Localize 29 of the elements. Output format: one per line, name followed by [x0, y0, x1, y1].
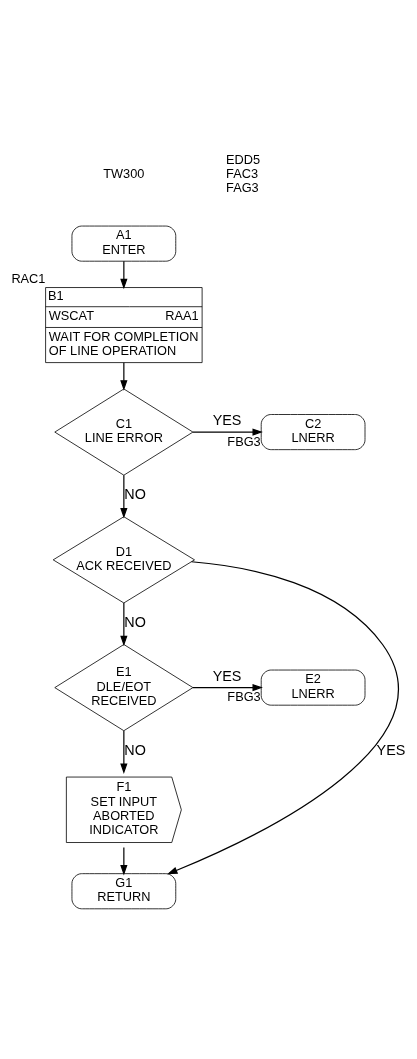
- arrow: [167, 561, 399, 875]
- edge-label: YES: [212, 412, 242, 429]
- arrow: [120, 846, 128, 876]
- node-label: FBG3: [227, 433, 261, 449]
- arrow: [192, 428, 263, 436]
- edge-label: NO: [124, 742, 146, 759]
- arrow: [192, 683, 263, 692]
- label: EDD5: [226, 151, 261, 167]
- node-box: C2 LNERR: [260, 414, 366, 451]
- node-diamond: E1 DLE/EOT RECEIVED: [54, 644, 194, 732]
- arrow: [120, 474, 128, 519]
- node-label: FBG3: [227, 689, 261, 705]
- edge-label: YES: [376, 742, 406, 759]
- label: FAG3: [226, 180, 259, 196]
- edge-label: YES: [212, 667, 242, 684]
- node-box: G1 RETURN: [71, 873, 177, 910]
- label: TW300: [103, 165, 145, 181]
- node-box: E2 LNERR: [260, 669, 366, 706]
- arrow: [120, 602, 128, 647]
- arrow: [120, 362, 128, 391]
- node-diamond: C1 LINE ERROR: [54, 388, 194, 476]
- label: FAC3: [226, 165, 259, 181]
- node-diamond: D1 ACK RECEIVED: [52, 516, 195, 604]
- arrow: [120, 260, 128, 290]
- edge-label: NO: [124, 614, 146, 631]
- node-box: A1 ENTER: [71, 225, 177, 262]
- arrow: [120, 730, 128, 774]
- edge-label: NO: [124, 486, 146, 503]
- node-label: RAC1: [11, 271, 46, 287]
